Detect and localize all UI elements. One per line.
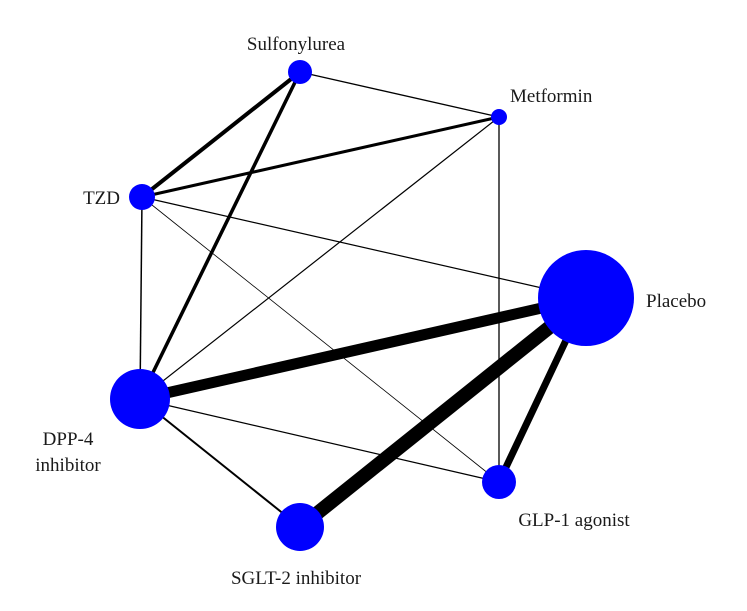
node-dpp4 xyxy=(110,369,170,429)
node-sglt2 xyxy=(276,503,324,551)
node-label-tzd: TZD xyxy=(83,188,120,209)
edge-metformin-dpp4 xyxy=(139,116,500,400)
nodes-layer xyxy=(110,60,634,551)
node-label-line: inhibitor xyxy=(35,455,101,476)
node-label-line: Placebo xyxy=(646,291,706,312)
node-tzd xyxy=(129,184,155,210)
edge-dpp4-glp1 xyxy=(139,398,500,483)
node-label-glp1: GLP-1 agonist xyxy=(518,510,630,531)
edge-tzd-glp1 xyxy=(141,196,500,483)
edge-dpp4-sglt2 xyxy=(139,398,301,528)
edge-sulfonylurea-dpp4 xyxy=(138,71,302,400)
edges-layer xyxy=(138,70,591,533)
node-label-metformin: Metformin xyxy=(510,86,593,107)
edge-sulfonylurea-metformin xyxy=(299,71,500,118)
edge-placebo-dpp4 xyxy=(138,292,588,405)
edge-tzd-dpp4 xyxy=(139,196,143,400)
node-glp1 xyxy=(482,465,516,499)
edge-sulfonylurea-tzd xyxy=(140,70,302,199)
node-placebo xyxy=(538,250,634,346)
node-sulfonylurea xyxy=(288,60,312,84)
edge-tzd-placebo xyxy=(141,196,587,299)
node-label-sulfonylurea: Sulfonylurea xyxy=(247,34,346,55)
node-label-line: SGLT-2 inhibitor xyxy=(231,568,362,589)
node-label-line: GLP-1 agonist xyxy=(518,510,630,531)
node-label-sglt2: SGLT-2 inhibitor xyxy=(231,568,362,589)
node-label-line: Sulfonylurea xyxy=(247,34,346,55)
node-label-line: Metformin xyxy=(510,86,593,107)
edge-placebo-sglt2 xyxy=(295,292,591,533)
node-metformin xyxy=(491,109,507,125)
edge-metformin-tzd xyxy=(141,115,500,199)
node-label-line: DPP-4 xyxy=(43,429,94,450)
node-label-placebo: Placebo xyxy=(646,291,706,312)
node-label-line: TZD xyxy=(83,188,120,209)
node-label-dpp4: DPP-4 inhibitor xyxy=(35,429,101,476)
